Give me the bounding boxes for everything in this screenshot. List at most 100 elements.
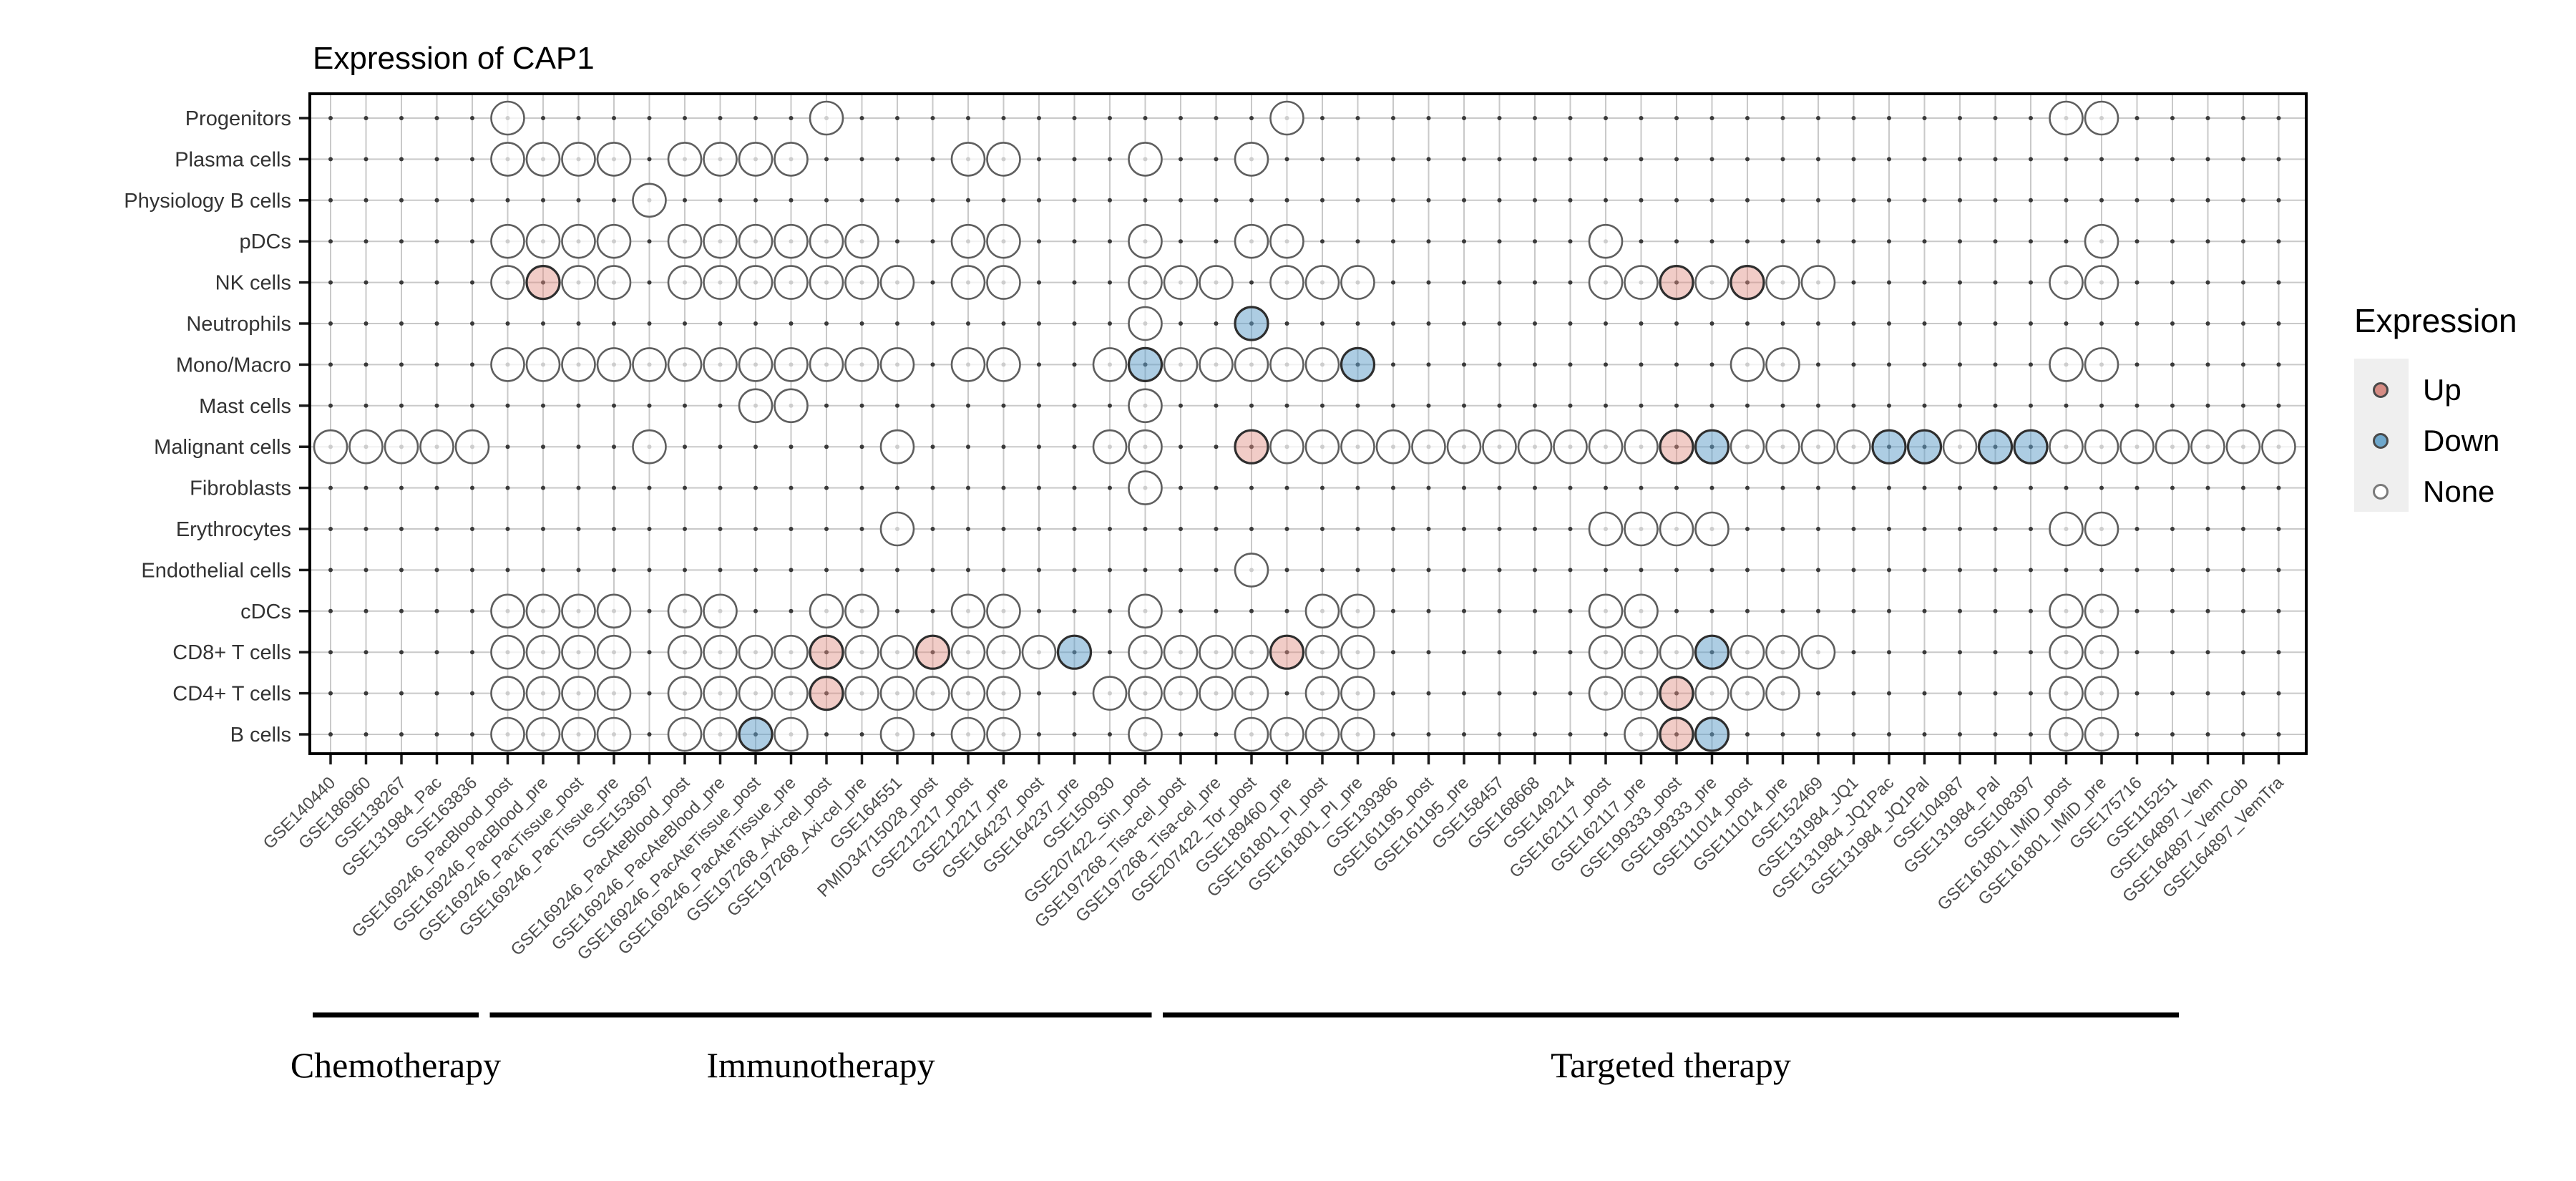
dot-none (2261, 429, 2296, 465)
none-dot-icon (2373, 483, 2389, 500)
dot-none (419, 429, 454, 465)
axis-ticks (299, 117, 2280, 764)
data-dots (313, 100, 2296, 752)
dot-none (1163, 676, 1199, 711)
dot-none (667, 142, 703, 177)
dot-none (879, 265, 915, 300)
dot-none (2049, 593, 2084, 629)
dot-none (986, 223, 1021, 259)
dot-none (2225, 429, 2261, 465)
dot-none (1729, 347, 1765, 382)
dot-none (774, 265, 809, 300)
dot-none (1942, 429, 1978, 465)
dot-none (2084, 265, 2119, 300)
y-label: CD4+ T cells (172, 683, 291, 706)
dot-none (561, 223, 596, 259)
dot-none (1624, 676, 1659, 711)
dot-none (950, 716, 986, 752)
dot-none (2049, 716, 2084, 752)
dot-none (1517, 429, 1553, 465)
dot-none (1234, 634, 1269, 670)
dot-none (703, 223, 738, 259)
dot-none (596, 716, 632, 752)
y-label: B cells (230, 724, 291, 747)
dot-none (1446, 429, 1482, 465)
dot-none (596, 593, 632, 629)
dot-none (525, 634, 561, 670)
dot-none (950, 347, 986, 382)
dot-none (1800, 634, 1836, 670)
dot-none (525, 716, 561, 752)
legend-title: Expression (2354, 302, 2517, 339)
dot-none (1128, 429, 1163, 465)
dot-none (596, 347, 632, 382)
up-dot-icon (2373, 381, 2389, 398)
dot-none (1304, 265, 1340, 300)
dot-none (1694, 265, 1729, 300)
dot-none (596, 634, 632, 670)
dot-none (454, 429, 490, 465)
dot-none (632, 347, 667, 382)
dot-none (2084, 429, 2119, 465)
dot-none (986, 716, 1021, 752)
dot-none (1199, 676, 1234, 711)
dot-none (525, 142, 561, 177)
dot-none (986, 347, 1021, 382)
down-dot-icon (2373, 432, 2389, 449)
dot-none (1199, 347, 1234, 382)
dot-none (844, 593, 879, 629)
dot-none (1128, 634, 1163, 670)
dot-up (1659, 429, 1694, 465)
dot-none (1128, 716, 1163, 752)
dot-none (1163, 265, 1199, 300)
dot-none (950, 142, 986, 177)
dot-up (1659, 265, 1694, 301)
y-label: cDCs (240, 601, 291, 623)
dot-none (2084, 634, 2119, 670)
dot-none (703, 347, 738, 382)
dot-none (1729, 634, 1765, 670)
dot-none (738, 388, 774, 424)
dot-none (1588, 511, 1624, 547)
dot-none (844, 676, 879, 711)
group-label: Chemotherapy (291, 1045, 501, 1085)
dot-none (986, 593, 1021, 629)
dot-none (1128, 306, 1163, 341)
dot-none (1128, 265, 1163, 300)
dot-none (632, 429, 667, 465)
dot-none (1128, 470, 1163, 505)
dot-none (1092, 676, 1128, 711)
dot-none (2049, 511, 2084, 547)
dot-none (844, 347, 879, 382)
dot-none (1659, 511, 1694, 547)
dot-none (915, 676, 950, 711)
dot-none (1092, 347, 1128, 382)
dot-none (490, 223, 525, 259)
dot-none (490, 593, 525, 629)
dot-none (986, 634, 1021, 670)
dot-none (1588, 634, 1624, 670)
dot-none (525, 676, 561, 711)
dot-none (2155, 429, 2190, 465)
dot-none (1163, 347, 1199, 382)
dot-none (2049, 676, 2084, 711)
dot-none (1765, 676, 1800, 711)
dot-none (2084, 593, 2119, 629)
dot-none (1765, 634, 1800, 670)
dot-none (738, 634, 774, 670)
dot-none (774, 347, 809, 382)
dot-none (1694, 511, 1729, 547)
dot-none (950, 634, 986, 670)
dot-up (809, 634, 844, 670)
dot-none (490, 716, 525, 752)
dot-none (490, 634, 525, 670)
dot-none (738, 265, 774, 300)
dot-none (879, 634, 915, 670)
dot-down (1977, 429, 2014, 465)
dot-none (384, 429, 419, 465)
dot-none (1128, 388, 1163, 424)
dot-down (2013, 429, 2049, 465)
dot-up (1234, 429, 1269, 465)
dot-none (1234, 553, 1269, 588)
